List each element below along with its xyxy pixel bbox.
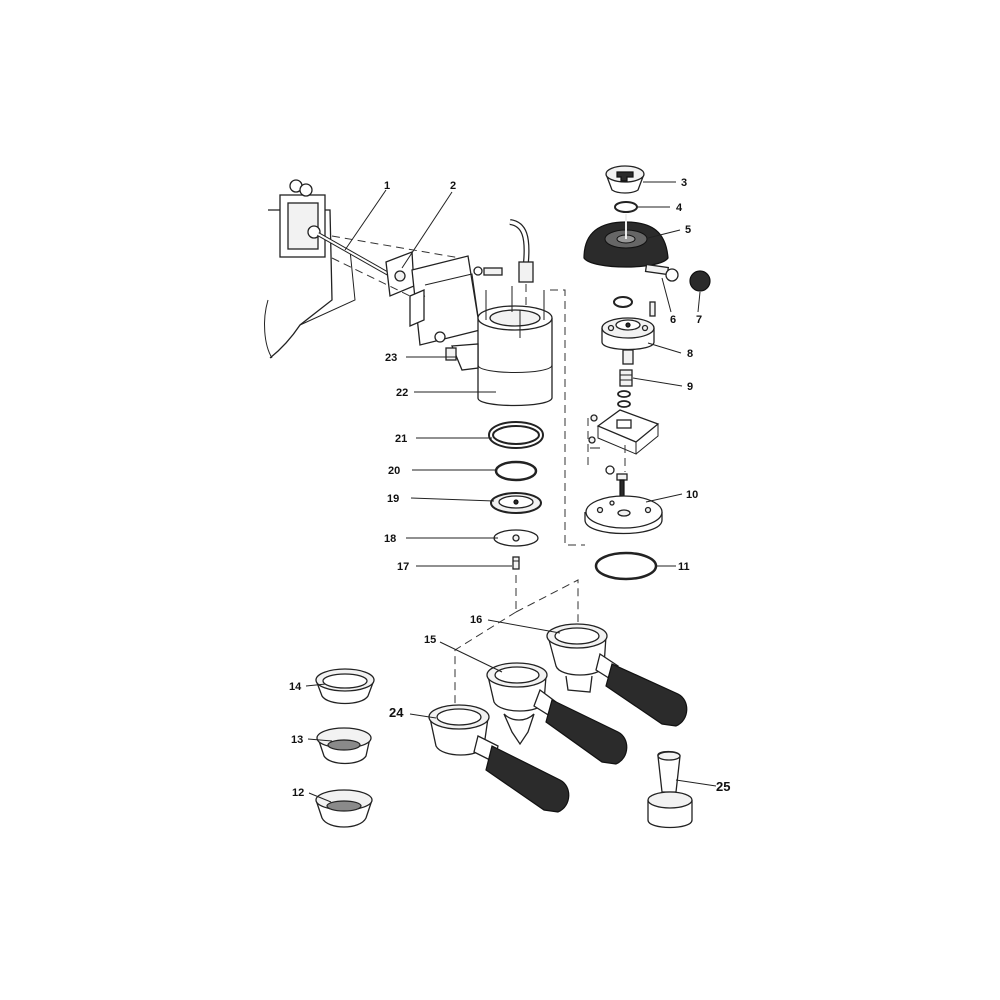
- tamper-part-25: [647, 750, 693, 829]
- label-part-25: 25: [716, 779, 730, 794]
- portafilter-part-24: [428, 704, 570, 813]
- filter-basket-part-14: [315, 668, 375, 705]
- screw: [483, 267, 503, 276]
- valve-body-part-8: [601, 317, 655, 365]
- machine-body-part: [264, 179, 356, 359]
- label-part-17: 17: [397, 561, 409, 573]
- label-part-14: 14: [289, 681, 302, 693]
- label-part-20: 20: [388, 465, 400, 477]
- alignment-line: [331, 257, 411, 297]
- label-part-13: 13: [291, 734, 303, 746]
- leader-lines: [305, 181, 717, 803]
- gasket-ring-part-21: [488, 421, 544, 449]
- inlet-fitting-part-23: [445, 343, 479, 371]
- screw: [616, 473, 628, 497]
- alignment-line: [454, 611, 517, 705]
- washer: [434, 331, 446, 343]
- label-part-24: 24: [389, 705, 404, 720]
- alignment-line: [515, 579, 579, 622]
- label-part-4: 4: [676, 202, 683, 214]
- screw-part-17: [512, 556, 520, 570]
- label-part-2: 2: [450, 180, 456, 192]
- label-part-8: 8: [687, 348, 693, 360]
- lever-knob-part-5: [583, 214, 669, 268]
- label-part-6: 6: [670, 314, 676, 326]
- gasket-part-2: [385, 251, 415, 297]
- label-part-5: 5: [685, 224, 691, 236]
- group-head-cylinder-part-22: [477, 286, 553, 407]
- label-part-7: 7: [696, 314, 702, 326]
- filter-basket-part-12: [315, 789, 373, 828]
- label-part-11: 11: [678, 561, 690, 573]
- shower-holder-part-19: [490, 492, 542, 514]
- alignment-line: [331, 235, 461, 259]
- label-part-18: 18: [384, 533, 396, 545]
- knob-cap-part-3: [605, 165, 645, 194]
- base-plate-part-10: [584, 495, 663, 535]
- label-part-10: 10: [686, 489, 698, 501]
- label-part-19: 19: [387, 493, 399, 505]
- label-part-21: 21: [395, 433, 407, 445]
- portafilter-part-15: [486, 662, 628, 765]
- filter-basket-part-13: [316, 727, 372, 765]
- label-part-22: 22: [396, 387, 408, 399]
- valve-stem-part-9: [617, 369, 633, 408]
- shower-screen-part-18: [493, 529, 539, 547]
- portafilter-part-16: [546, 623, 688, 727]
- alignment-line: [550, 289, 585, 546]
- label-part-3: 3: [681, 177, 687, 189]
- washer: [473, 266, 483, 276]
- o-ring-part-20: [494, 460, 538, 482]
- o-ring-part-4: [614, 201, 638, 213]
- label-part-15: 15: [424, 634, 436, 646]
- lever-rod-part-6: [644, 263, 679, 317]
- o-ring-part-11: [594, 551, 658, 581]
- label-part-16: 16: [470, 614, 482, 626]
- elbow-pipe: [509, 219, 534, 283]
- pipe-part-1: [317, 232, 393, 278]
- label-part-1: 1: [384, 180, 390, 192]
- lever-ball-part-7: [689, 270, 711, 292]
- bracket-plate: [588, 409, 660, 475]
- label-part-12: 12: [292, 787, 304, 799]
- o-ring: [613, 296, 633, 308]
- label-part-23: 23: [385, 352, 397, 364]
- label-part-9: 9: [687, 381, 693, 393]
- mounting-bracket: [409, 255, 481, 346]
